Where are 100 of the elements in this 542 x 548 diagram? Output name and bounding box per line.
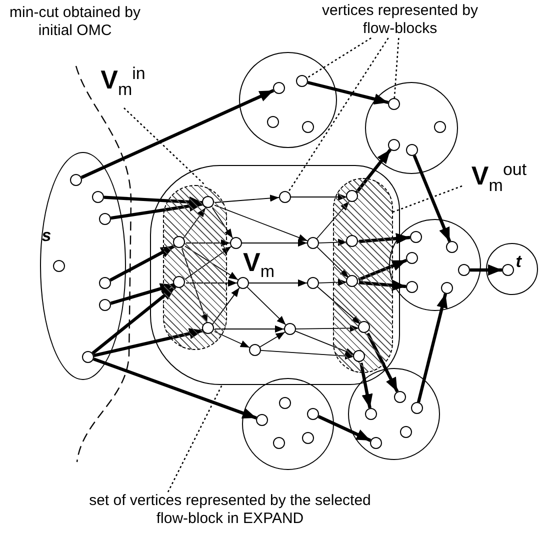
arrow [212, 208, 234, 238]
vertex-circle [272, 82, 285, 94]
arrow [358, 258, 407, 282]
vertex-circle [92, 190, 104, 203]
annotation-text: set of vertices represented by the selected flow-block in EXPAND [80, 492, 380, 528]
leader-line [167, 384, 223, 492]
flow-block-circle [486, 243, 538, 295]
annotation-text: vertices represented by flow-blocks [315, 2, 485, 38]
arrow [92, 286, 176, 354]
flow-block-circle [242, 378, 334, 470]
arrow [416, 293, 448, 403]
vertex-circle [278, 396, 291, 409]
vertex-circle [98, 276, 111, 289]
vertex-circle [278, 190, 291, 203]
arrow [355, 148, 392, 194]
vertex-label: s [42, 226, 52, 246]
vertex-circle [202, 322, 214, 334]
arrow [318, 238, 348, 246]
vertex-circle [236, 276, 249, 289]
arrow [214, 194, 280, 203]
arrow [93, 358, 257, 420]
vertex-circle [173, 236, 186, 248]
vertex-circle [406, 252, 418, 264]
vertex-circle [388, 98, 400, 110]
vertex-circle [406, 144, 418, 156]
vertex-circle [306, 236, 319, 249]
vertex-circle [284, 322, 296, 335]
arrow [110, 283, 175, 305]
vertex-circle [400, 426, 412, 438]
leader-line [394, 38, 400, 98]
vertex-circle [202, 196, 214, 208]
leader-line [288, 38, 389, 192]
vertex-circle [52, 260, 65, 272]
flow-block-circle [348, 368, 440, 460]
arrow [318, 415, 372, 442]
vertex-circle [306, 408, 319, 420]
arrow [214, 331, 250, 348]
arrow [290, 193, 348, 201]
vertex-circle [434, 120, 446, 133]
vertex-circle [358, 321, 370, 334]
arrow [214, 325, 284, 333]
flow-block-circle [365, 82, 458, 174]
vertex-circle [406, 280, 418, 293]
arrow [318, 278, 348, 286]
vertex-circle [272, 436, 285, 449]
vertex-circle [266, 116, 279, 128]
flow-block-circle [239, 52, 337, 148]
leader-line [124, 108, 206, 186]
arrow [358, 233, 410, 244]
arrow [183, 207, 206, 239]
arrow [212, 287, 240, 325]
vertex-circle [70, 174, 82, 186]
arrow [248, 279, 308, 287]
vertex-circle [346, 190, 358, 202]
vertex-circle [388, 138, 400, 151]
arrow [214, 204, 308, 242]
flow-block-circle [389, 219, 481, 311]
vertex-circle [173, 276, 186, 288]
hatched-region [332, 178, 393, 373]
arrow [110, 244, 176, 282]
arrow [296, 324, 360, 332]
arrow [260, 332, 286, 348]
arrow [366, 332, 399, 392]
vertex-circle [446, 240, 458, 253]
hatched-region [162, 184, 227, 350]
vertex-circle [394, 390, 406, 403]
vertex-circle [256, 414, 268, 426]
vertex-circle [346, 235, 358, 248]
arrow [184, 246, 238, 280]
vertex-circle [370, 436, 382, 449]
vertex-circle [458, 264, 470, 276]
vertex-circle [296, 74, 308, 87]
leader-line [392, 185, 462, 213]
arrow [295, 330, 355, 356]
vertex-circle [230, 236, 242, 249]
arrow [358, 280, 406, 291]
vertex-circle [502, 264, 514, 276]
source-region [40, 152, 126, 380]
vertex-circle [302, 120, 314, 133]
arrow [246, 286, 286, 326]
arrow [317, 286, 361, 325]
arrow [360, 362, 373, 408]
arrow [307, 80, 389, 105]
vertex-circle [364, 408, 377, 420]
vertex-set-region [150, 165, 400, 385]
vertex-circle [82, 350, 94, 363]
arrow [93, 328, 204, 358]
vertex-circle [248, 344, 261, 356]
vertex-circle [98, 212, 111, 225]
arrow [184, 246, 232, 280]
vertex-circle [410, 402, 423, 414]
vertex-circle [302, 432, 314, 444]
vertex-circle [440, 282, 453, 294]
arrow [186, 239, 230, 247]
arrow [242, 239, 308, 247]
vertex-circle [346, 275, 358, 288]
arrow [80, 89, 274, 179]
leader-line [306, 37, 372, 78]
arrow [412, 154, 452, 242]
annotation-text: min-cut obtained by initial OMC [8, 4, 142, 40]
